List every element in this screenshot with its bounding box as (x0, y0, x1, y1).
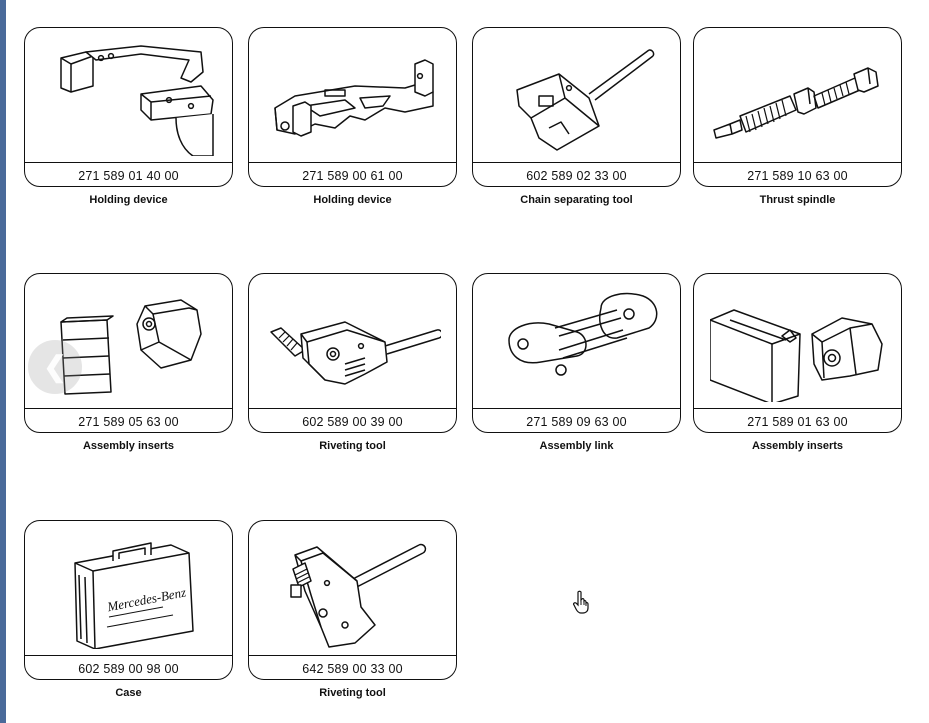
frame-divider (694, 408, 901, 409)
tool-name: Riveting tool (319, 440, 386, 452)
previous-page-button[interactable]: ❮ (28, 340, 82, 394)
part-number: 271 589 09 63 00 (526, 415, 627, 429)
tool-card[interactable]: 271 589 05 63 00 Assembly inserts (24, 273, 233, 469)
chevron-left-icon: ❮ (43, 351, 67, 382)
tool-card[interactable]: 271 589 01 40 00 Holding device (24, 27, 233, 223)
part-number: 602 589 00 98 00 (78, 662, 179, 676)
tool-card[interactable]: 642 589 00 33 00 Riveting tool (248, 520, 457, 716)
frame-divider (473, 162, 680, 163)
tool-name: Assembly link (539, 440, 614, 452)
tool-name: Riveting tool (319, 687, 386, 699)
frame-divider (25, 408, 232, 409)
tool-frame: 271 589 05 63 00 (24, 273, 233, 433)
tool-card[interactable]: 602 589 02 33 00 Chain separating tool (472, 27, 681, 223)
frame-divider (249, 655, 456, 656)
window-left-edge (0, 0, 6, 723)
tool-name: Case (115, 687, 142, 699)
part-number: 642 589 00 33 00 (302, 662, 403, 676)
case-icon: Mercedes-Benz (41, 531, 217, 649)
riveting-tool-icon (265, 284, 441, 402)
part-number: 271 589 01 40 00 (78, 169, 179, 183)
tool-card[interactable]: 271 589 09 63 00 Assembly link (472, 273, 681, 469)
holding-device-u-bracket-icon (41, 38, 217, 156)
tool-frame: 271 589 01 63 00 (693, 273, 902, 433)
frame-divider (249, 162, 456, 163)
hand-pointer-icon (572, 590, 592, 614)
tool-frame: 642 589 00 33 00 (248, 520, 457, 680)
holding-device-bar-icon (265, 38, 441, 156)
frame-divider (25, 162, 232, 163)
tool-card[interactable]: 271 589 10 63 00 Thrust spindle (693, 27, 902, 223)
chain-separating-tool-icon (489, 38, 665, 156)
tool-card[interactable]: 271 589 01 63 00 Assembly inserts (693, 273, 902, 469)
part-number: 602 589 00 39 00 (302, 415, 403, 429)
tool-frame: 271 589 09 63 00 (472, 273, 681, 433)
tool-frame: 602 589 02 33 00 (472, 27, 681, 187)
assembly-link-icon (489, 284, 665, 402)
tool-card[interactable]: 602 589 00 39 00 Riveting tool (248, 273, 457, 469)
part-number: 271 589 05 63 00 (78, 415, 179, 429)
riveting-tool-icon (265, 531, 441, 649)
part-number: 271 589 01 63 00 (747, 415, 848, 429)
tool-name: Holding device (89, 194, 168, 206)
assembly-inserts-icon (710, 284, 886, 402)
frame-divider (249, 408, 456, 409)
tool-name: Thrust spindle (759, 194, 836, 206)
thrust-spindle-icon (710, 38, 886, 156)
part-number: 271 589 10 63 00 (747, 169, 848, 183)
tool-name: Chain separating tool (520, 194, 633, 206)
tool-name: Assembly inserts (751, 440, 844, 452)
tool-frame: 271 589 00 61 00 (248, 27, 457, 187)
frame-divider (25, 655, 232, 656)
tool-card[interactable]: Mercedes-Benz 602 589 00 98 00 Case (24, 520, 233, 716)
frame-divider (473, 408, 680, 409)
part-number: 602 589 02 33 00 (526, 169, 627, 183)
assembly-inserts-blocks-icon (41, 284, 217, 402)
tool-frame: 602 589 00 39 00 (248, 273, 457, 433)
tool-card[interactable]: 271 589 00 61 00 Holding device (248, 27, 457, 223)
tool-frame: 271 589 10 63 00 (693, 27, 902, 187)
part-number: 271 589 00 61 00 (302, 169, 403, 183)
tool-name: Assembly inserts (82, 440, 175, 452)
frame-divider (694, 162, 901, 163)
tool-name: Holding device (313, 194, 392, 206)
tool-frame: 271 589 01 40 00 (24, 27, 233, 187)
tool-frame: Mercedes-Benz 602 589 00 98 00 (24, 520, 233, 680)
